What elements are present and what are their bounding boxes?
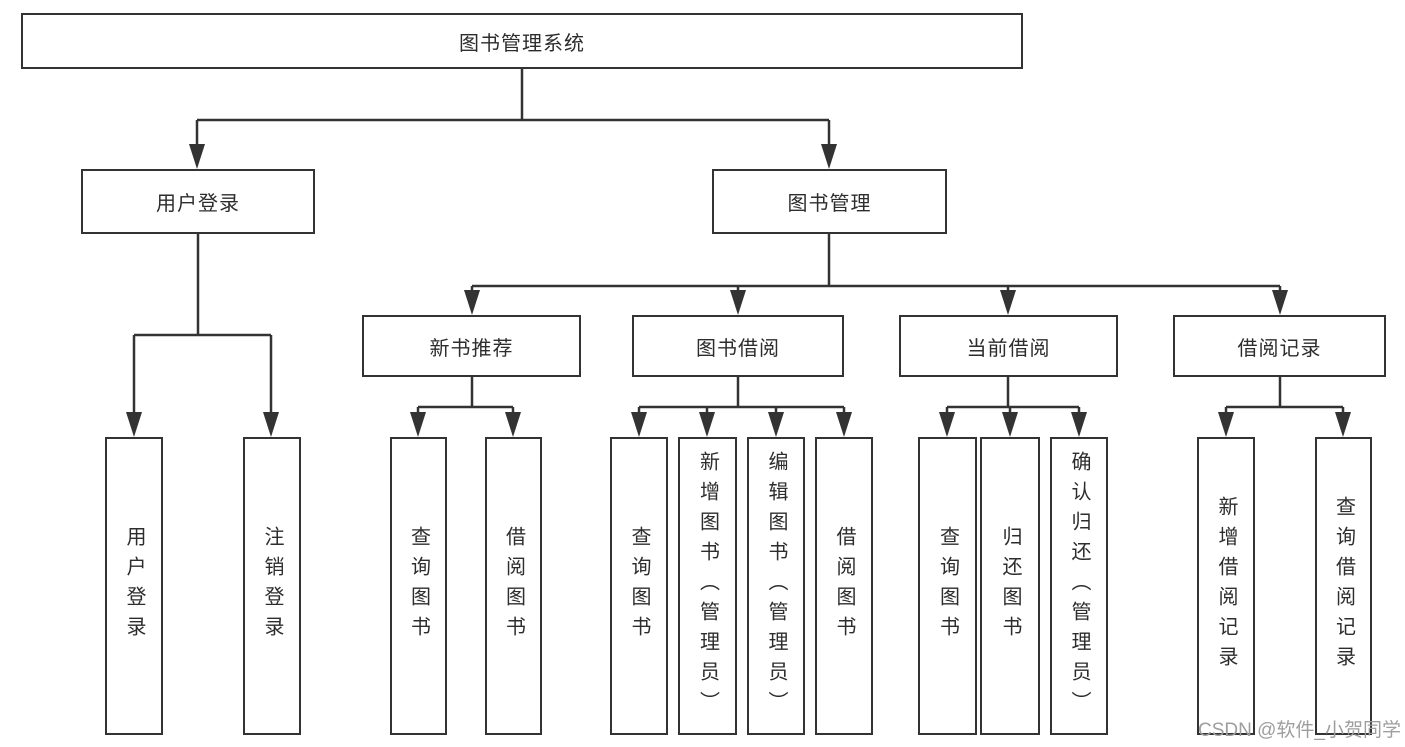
node-root-label: 图书管理系统 bbox=[459, 32, 585, 55]
node-book-borrowing-label: 图书借阅 bbox=[696, 337, 780, 360]
leaf-user-login: 用户登录 bbox=[105, 437, 163, 735]
node-book-management-label: 图书管理 bbox=[787, 193, 872, 215]
node-borrowing-records-label: 借阅记录 bbox=[1237, 337, 1322, 360]
leaf-query-books-borrowing-label: 查询图书 bbox=[628, 526, 650, 646]
node-book-management: 图书管理 bbox=[712, 169, 947, 234]
leaf-borrow-books-recommend: 借阅图书 bbox=[485, 437, 542, 735]
node-new-book-recommend-label: 新书推荐 bbox=[429, 337, 514, 360]
leaf-query-books-current: 查询图书 bbox=[918, 437, 977, 735]
leaf-query-books-borrowing: 查询图书 bbox=[610, 437, 668, 735]
node-root: 图书管理系统 bbox=[21, 13, 1023, 69]
leaf-return-books: 归还图书 bbox=[980, 437, 1040, 735]
leaf-query-borrow-record-label: 查询借阅记录 bbox=[1332, 496, 1355, 676]
leaf-add-books-admin-label: 新增图书（管理员） bbox=[696, 451, 719, 721]
leaf-add-borrow-record-label: 新增借阅记录 bbox=[1215, 496, 1237, 676]
node-current-borrowing: 当前借阅 bbox=[899, 315, 1118, 377]
node-book-borrowing: 图书借阅 bbox=[632, 315, 844, 377]
leaf-query-books-current-label: 查询图书 bbox=[936, 526, 959, 646]
leaf-add-borrow-record: 新增借阅记录 bbox=[1197, 437, 1255, 735]
node-current-borrowing-label: 当前借阅 bbox=[966, 337, 1051, 360]
node-new-book-recommend: 新书推荐 bbox=[362, 315, 581, 377]
leaf-return-books-label: 归还图书 bbox=[999, 526, 1021, 646]
watermark-text: CSDN @软件_小贺同学 bbox=[1198, 720, 1401, 741]
node-user-login-label: 用户登录 bbox=[156, 193, 240, 215]
node-borrowing-records: 借阅记录 bbox=[1173, 315, 1386, 377]
leaf-borrow-books-recommend-label: 借阅图书 bbox=[502, 526, 525, 646]
leaf-edit-books-admin-label: 编辑图书（管理员） bbox=[765, 451, 787, 721]
leaf-query-books-recommend: 查询图书 bbox=[390, 437, 447, 735]
leaf-confirm-return-admin-label: 确认归还（管理员） bbox=[1068, 451, 1090, 721]
leaf-add-books-admin: 新增图书（管理员） bbox=[678, 437, 737, 735]
leaf-confirm-return-admin: 确认归还（管理员） bbox=[1050, 437, 1108, 735]
leaf-logout-label: 注销登录 bbox=[261, 526, 283, 646]
leaf-user-login-label: 用户登录 bbox=[123, 526, 145, 646]
leaf-borrow-books-label: 借阅图书 bbox=[833, 526, 855, 646]
node-user-login: 用户登录 bbox=[81, 169, 315, 234]
leaf-borrow-books: 借阅图书 bbox=[815, 437, 873, 735]
leaf-query-borrow-record: 查询借阅记录 bbox=[1315, 437, 1372, 735]
leaf-query-books-recommend-label: 查询图书 bbox=[407, 526, 430, 646]
leaf-edit-books-admin: 编辑图书（管理员） bbox=[747, 437, 805, 735]
leaf-logout: 注销登录 bbox=[243, 437, 301, 735]
